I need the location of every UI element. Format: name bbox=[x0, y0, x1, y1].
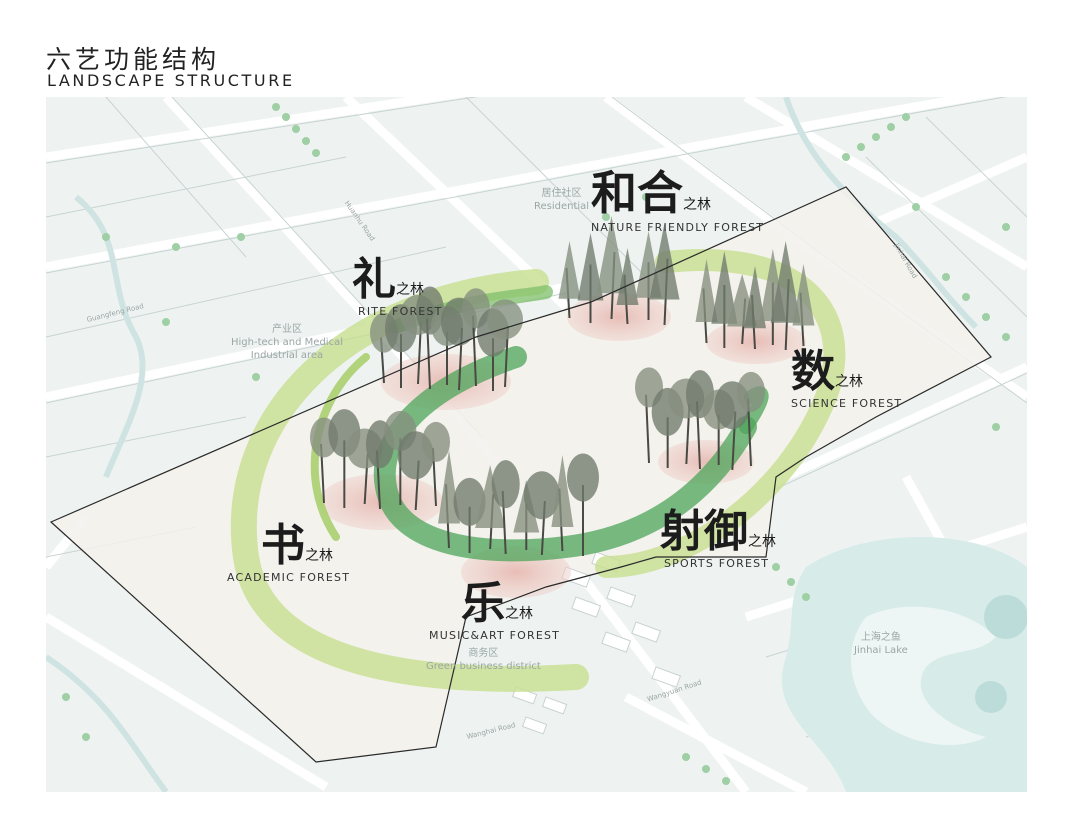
forest-label-shu-book: 书之林 ACADEMIC FOREST bbox=[227, 509, 350, 584]
forest-hehe-name: 和合 bbox=[591, 166, 683, 220]
site-boundary bbox=[49, 186, 992, 763]
forest-shu-name: 数 bbox=[791, 346, 835, 397]
forest-label-li: 礼之林 RITE FOREST bbox=[352, 243, 443, 318]
street-trees bbox=[62, 103, 1010, 785]
forest-hehe-suffix: 之林 bbox=[683, 197, 711, 213]
tree-crown bbox=[649, 223, 680, 300]
tree-crown bbox=[558, 241, 581, 299]
tree-crown bbox=[577, 233, 604, 301]
tree-crown bbox=[487, 299, 523, 340]
lake-label-zh: 上海之鱼 bbox=[860, 632, 901, 643]
lake-label: 上海之鱼 Jinhai Lake bbox=[854, 631, 908, 657]
jinhai-lake bbox=[781, 537, 1027, 792]
business-label: 商务区 Green business district bbox=[426, 647, 541, 673]
tree-crown bbox=[567, 453, 599, 502]
forest-sheyu-name: 射御 bbox=[660, 506, 748, 557]
tree-crown bbox=[523, 471, 560, 520]
forest-label-hehe: 和合之林 NATURE FRIENDLY FOREST bbox=[591, 157, 764, 234]
business-label-en: Green business district bbox=[426, 661, 541, 672]
forest-trees bbox=[310, 216, 815, 556]
lake-label-en: Jinhai Lake bbox=[854, 645, 908, 656]
forest-li-suffix: 之林 bbox=[396, 282, 424, 298]
tree-crown bbox=[792, 264, 815, 326]
forest-sheyu-suffix: 之林 bbox=[748, 534, 776, 550]
industry-label-en1: High-tech and Medical bbox=[231, 337, 343, 348]
forest-label-yue: 乐之林 MUSIC&ART FOREST bbox=[429, 567, 560, 642]
landscape-map: 居住社区 Residential 产业区 High-tech and Medic… bbox=[46, 97, 1027, 792]
industry-label-zh: 产业区 bbox=[271, 324, 302, 335]
tree-crown bbox=[711, 251, 738, 324]
forest-yue-suffix: 之林 bbox=[505, 606, 533, 622]
forest-label-sheyu: 射御之林 SPORTS FOREST bbox=[660, 495, 776, 570]
residential-label-en: Residential bbox=[534, 201, 590, 212]
tree-crown bbox=[551, 455, 574, 527]
residential-label-zh: 居住社区 bbox=[541, 188, 582, 199]
page-title-zh: 六艺功能结构 bbox=[46, 45, 221, 74]
page-title-en: LANDSCAPE STRUCTURE bbox=[47, 71, 295, 90]
industry-label: 产业区 High-tech and Medical Industrial are… bbox=[231, 323, 343, 362]
business-label-zh: 商务区 bbox=[468, 648, 499, 659]
tree-crown bbox=[491, 460, 520, 509]
forest-li-en: RITE FOREST bbox=[358, 305, 443, 318]
map-canvas bbox=[46, 97, 1027, 792]
tree-crown bbox=[596, 216, 627, 294]
residential-label: 居住社区 Residential bbox=[534, 187, 589, 213]
forest-shu-suffix: 之林 bbox=[835, 374, 863, 390]
forest-label-shu: 数之林 SCIENCE FOREST bbox=[791, 335, 902, 410]
industry-label-en2: Industrial area bbox=[250, 350, 324, 361]
forest-yue-name: 乐 bbox=[461, 578, 505, 629]
tree-crown bbox=[770, 241, 801, 323]
tree-crown bbox=[695, 259, 718, 322]
forest-yue-en: MUSIC&ART FOREST bbox=[429, 629, 561, 642]
forest-li-name: 礼 bbox=[352, 254, 396, 305]
tree-crown bbox=[453, 477, 486, 526]
tree-crown bbox=[744, 266, 766, 329]
forest-shubook-suffix: 之林 bbox=[305, 548, 333, 564]
tree-crown bbox=[422, 421, 450, 462]
forest-sheyu-en: SPORTS FOREST bbox=[664, 557, 770, 570]
forest-hehe-en: NATURE FRIENDLY FOREST bbox=[591, 221, 765, 234]
tree-crown bbox=[475, 465, 506, 528]
tree-crown bbox=[616, 248, 639, 305]
forest-shu-en: SCIENCE FOREST bbox=[791, 397, 903, 410]
forest-shubook-name: 书 bbox=[261, 520, 305, 571]
tree-crown bbox=[737, 371, 765, 412]
forest-shubook-en: ACADEMIC FOREST bbox=[227, 571, 351, 584]
